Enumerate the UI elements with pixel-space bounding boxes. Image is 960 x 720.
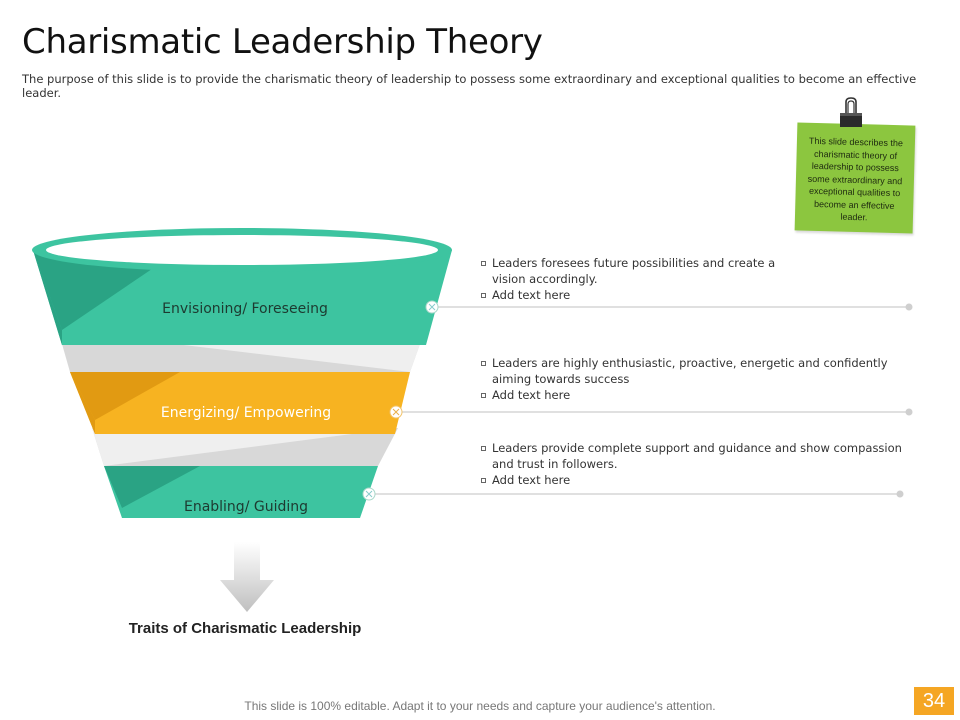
connector-node-1-icon [428,303,436,311]
funnel-stage-1-shade [33,250,180,330]
bullet-item: Leaders foresees future possibilities an… [481,255,801,287]
bullet-item: Add text here [481,387,906,403]
stage-label-2: Energizing/ Empowering [161,405,331,421]
connector-end-dot-1 [905,303,913,311]
binder-clip-icon [840,97,862,127]
footer-note: This slide is 100% editable. Adapt it to… [244,699,716,713]
bullet-item: Leaders provide complete support and gui… [481,440,906,472]
connector-node-2-icon [392,408,400,416]
ribbon-2-highlight [92,428,398,466]
slide-subtitle: The purpose of this slide is to provide … [22,72,917,100]
stage-3-bullets: Leaders provide complete support and gui… [481,440,906,488]
connector-end-dot-2 [905,408,913,416]
funnel-rim-inner [46,235,438,265]
bullet-item: Add text here [481,472,906,488]
funnel-stage-2-shade [70,372,180,420]
bullet-item: Leaders are highly enthusiastic, proacti… [481,355,906,387]
page-number: 34 [914,687,954,715]
slide-title: Charismatic Leadership Theory [22,22,543,62]
stage-label-1: Envisioning/ Foreseeing [162,301,328,317]
funnel-stage-3-shade [104,466,200,508]
connector-end-dot-3 [896,490,904,498]
funnel-caption: Traits of Charismatic Leadership [128,620,362,637]
stage-1-bullets: Leaders foresees future possibilities an… [481,255,801,303]
funnel-stage-1-edge [33,250,62,345]
down-arrow-icon [220,542,274,612]
bullet-item: Add text here [481,287,801,303]
funnel-stage-2 [70,372,410,434]
stage-2-bullets: Leaders are highly enthusiastic, proacti… [481,355,906,403]
funnel-stage-2-edge [70,372,95,434]
connector-node-3-icon [365,490,373,498]
stage-label-3: Enabling/ Guiding [184,499,308,515]
